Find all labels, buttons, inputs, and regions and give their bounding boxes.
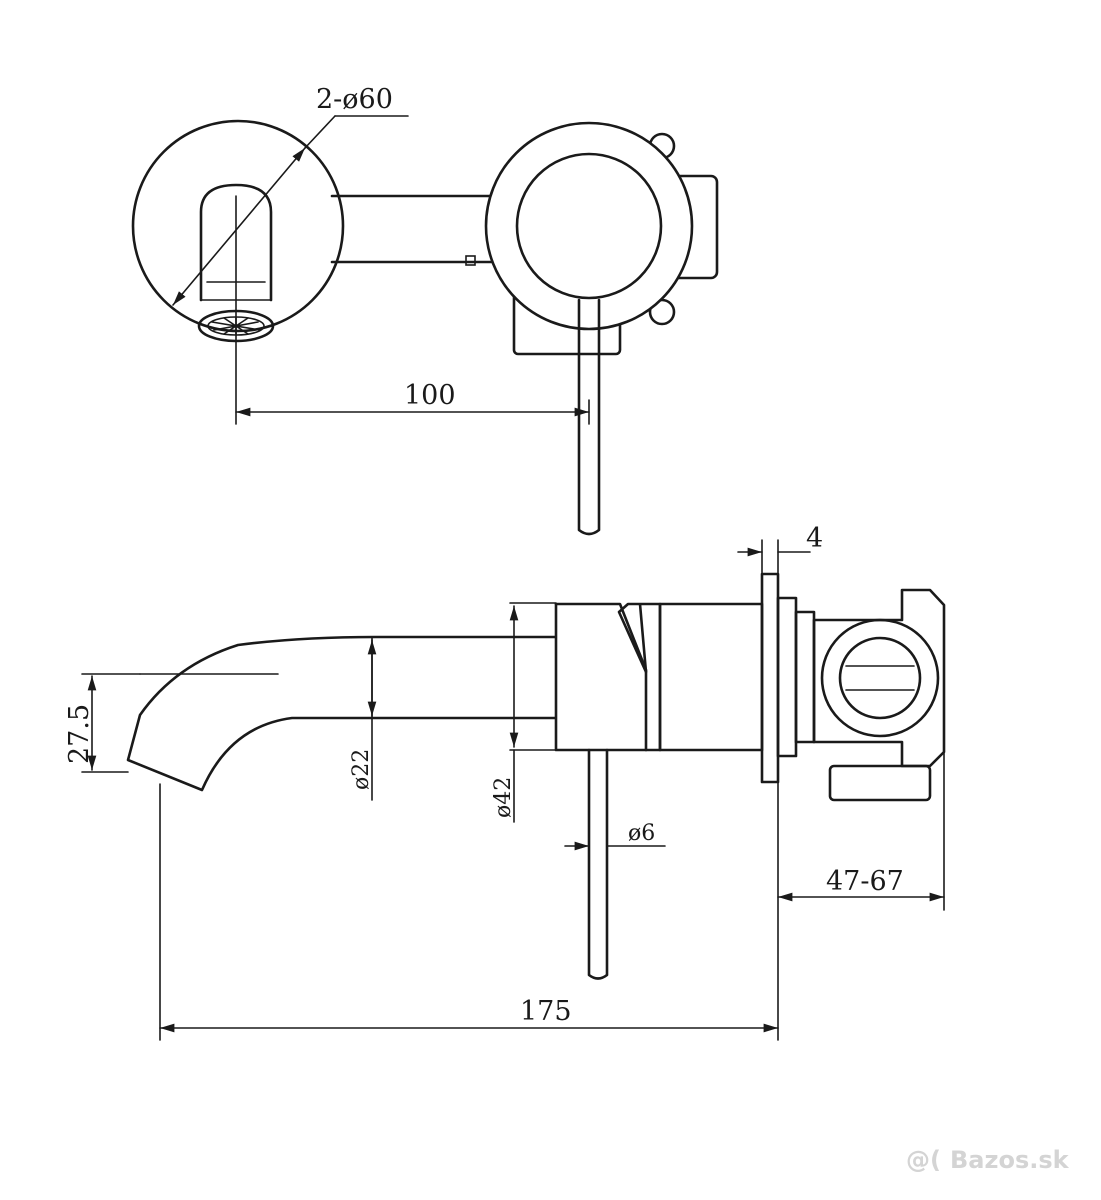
watermark: @( Bazos.sk [906,1146,1070,1174]
dim-label-diameter-42: ø42 [491,777,516,818]
valve-body-side [776,588,946,802]
pipe-marker [465,255,476,266]
wall-plate [760,572,780,784]
side-view: ø22 ø42 ø6 [64,523,946,1041]
watermark-text: Bazos.sk [950,1146,1070,1174]
spout-side [126,635,557,792]
connecting-pipe [330,194,494,264]
dim-label-47-67: 47-67 [826,866,904,897]
at-sign-icon: @( [906,1146,941,1174]
dim-label-diameter-6: ø6 [628,821,655,846]
diameter-leader [172,147,306,306]
lever-handle-side [587,748,609,980]
mixer-body-side [554,602,764,752]
spout-escutcheon [131,119,345,333]
dim-label-100: 100 [404,380,456,411]
dim-label-175: 175 [520,996,572,1027]
dim-label-4: 4 [806,523,823,554]
dim-label-27-5: 27.5 [64,704,95,764]
mixer-handle-cap [515,152,663,300]
lever-handle [577,298,601,536]
dim-label-diameter-60: 2-ø60 [316,84,393,115]
front-view: 2-ø60 100 [131,84,719,536]
dim-label-diameter-22: ø22 [349,749,374,790]
